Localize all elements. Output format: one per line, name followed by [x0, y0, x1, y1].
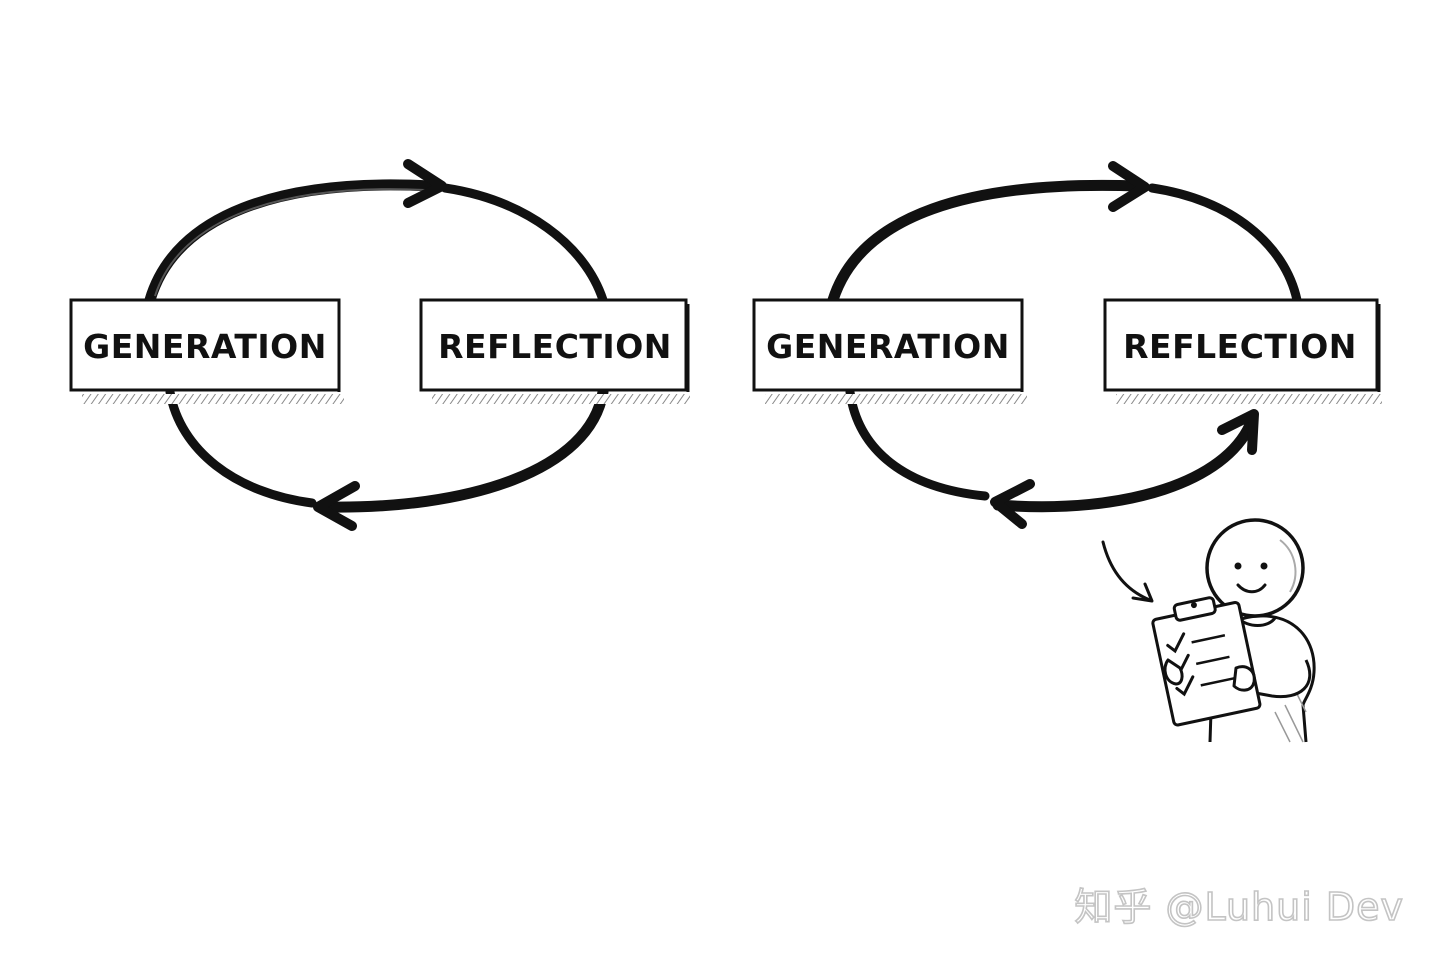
right-generation-box: GENERATION — [752, 298, 1027, 404]
left-bottom-arrowhead — [313, 481, 360, 531]
person-hand-right — [1232, 665, 1256, 692]
left-top-arc — [144, 179, 436, 306]
left-loop: GENERATION REFLECTION — [69, 159, 690, 531]
right-top-arc — [827, 179, 1144, 306]
right-loop: GENERATION REFLECTION — [752, 161, 1382, 529]
right-bottom-arrowhead — [990, 479, 1035, 529]
person-head — [1205, 518, 1305, 618]
right-generation-label: GENERATION — [766, 327, 1010, 366]
person-smile — [1236, 583, 1267, 594]
person-eye-left — [1234, 562, 1242, 570]
left-reflection-label: REFLECTION — [438, 327, 672, 366]
right-bottom-up-arrowhead — [1217, 409, 1259, 455]
left-top-arc-inner — [154, 188, 426, 297]
right-top-arrowhead — [1108, 161, 1150, 212]
person-eye-right — [1260, 562, 1268, 570]
left-reflection-box: REFLECTION — [419, 298, 690, 404]
right-top-arc-tail — [1147, 183, 1302, 305]
right-reflection-box: REFLECTION — [1103, 298, 1382, 404]
left-generation-box: GENERATION — [69, 298, 344, 404]
right-reflection-label: REFLECTION — [1123, 327, 1357, 366]
right-bottom-arc — [992, 419, 1256, 513]
human-reviewer-figure — [1101, 518, 1316, 743]
left-bottom-arc-tail — [165, 387, 317, 508]
watermark-text: 知乎 @Luhui Dev — [1074, 884, 1404, 930]
right-bottom-arc-tail — [845, 387, 990, 501]
left-top-arrowhead — [403, 159, 447, 208]
left-bottom-arc — [316, 386, 609, 513]
pointer-arrow-icon — [1101, 540, 1152, 602]
person-hand-left — [1163, 658, 1184, 686]
left-generation-label: GENERATION — [83, 327, 327, 366]
left-top-arc-tail — [440, 183, 608, 305]
